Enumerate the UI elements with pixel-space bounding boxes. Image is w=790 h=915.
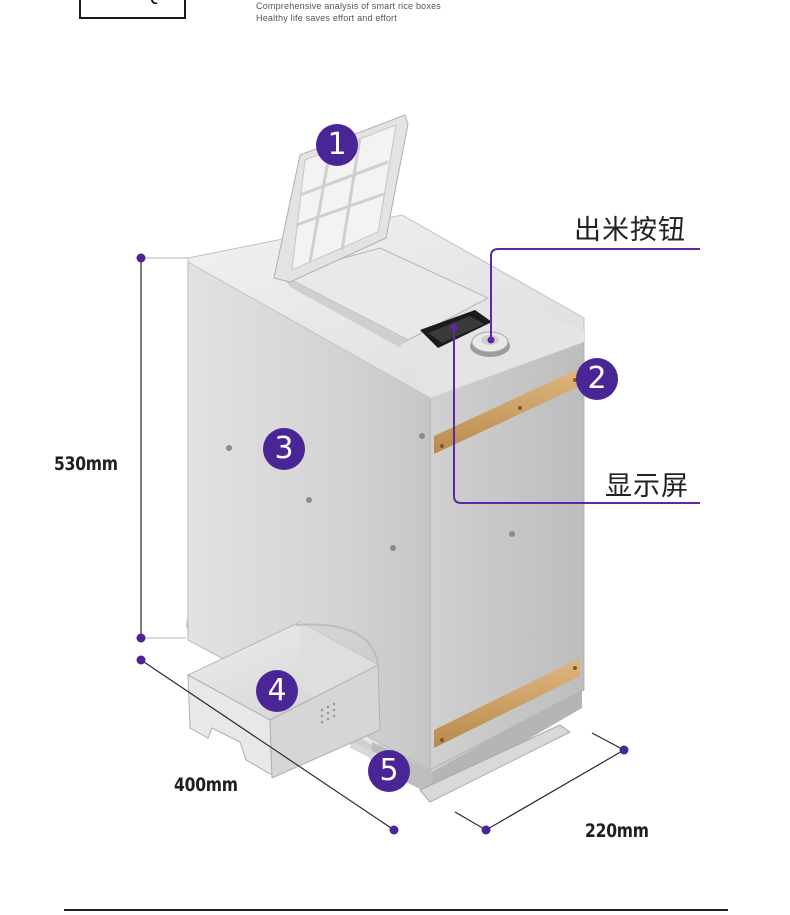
- badge-5: 5: [368, 750, 410, 792]
- footer-divider: [64, 909, 728, 911]
- dimension-endpoints: [136, 253, 629, 835]
- dimension-width-line: [454, 732, 625, 831]
- dimension-depth-line: [140, 659, 395, 831]
- badge-3: 3: [263, 428, 305, 470]
- header-title-box: Q1: [79, 0, 186, 19]
- hopper-lid: [273, 114, 409, 283]
- badge-2: 2: [576, 358, 618, 400]
- header-title-text: Q1: [143, 0, 172, 6]
- callout-display-screen: 显示屏: [605, 471, 689, 502]
- badge-1: 1: [316, 124, 358, 166]
- header-subtitle-2: Healthy life saves effort and effort: [256, 13, 397, 23]
- badge-4: 4: [256, 670, 298, 712]
- dimension-depth-label: 400mm: [174, 774, 238, 796]
- dimension-height-line: [140, 257, 188, 639]
- callout-leaders: [453, 248, 700, 504]
- brass-bracket-top: [434, 368, 580, 454]
- brass-bracket-bottom: [434, 658, 580, 748]
- header-subtitle-1: Comprehensive analysis of smart rice box…: [256, 1, 441, 11]
- screw-holes: [226, 433, 515, 551]
- dimension-width-label: 220mm: [585, 820, 649, 842]
- callout-dispense-button: 出米按钮: [574, 215, 686, 246]
- dimension-height-label: 530mm: [54, 453, 118, 475]
